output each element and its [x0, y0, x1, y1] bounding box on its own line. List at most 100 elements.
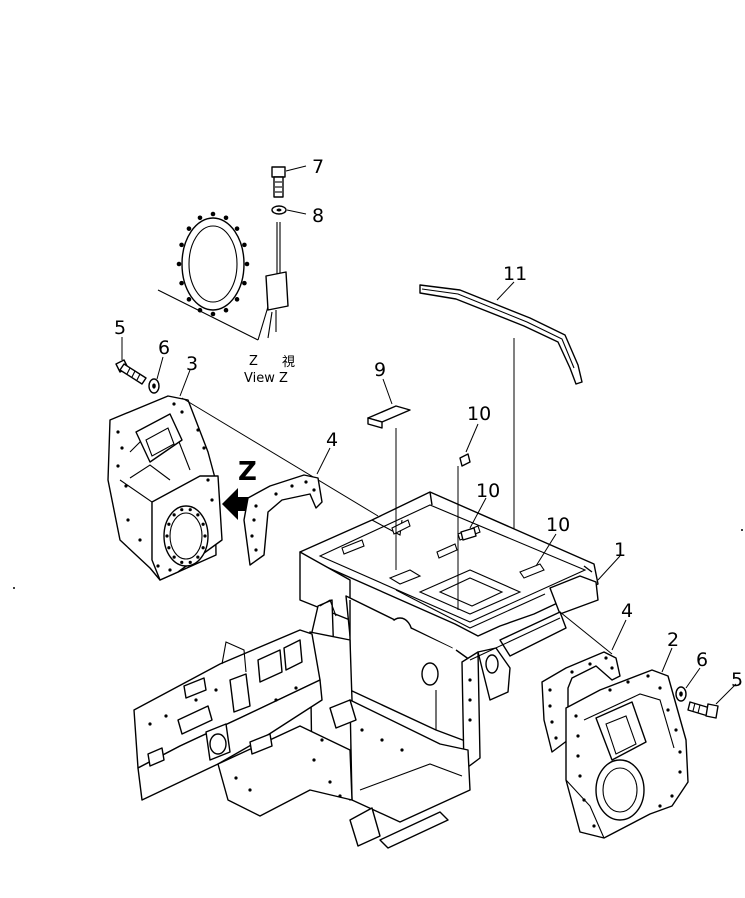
bolt-hole — [148, 722, 152, 726]
bolt-hole — [196, 513, 200, 517]
callout-9: 9 — [374, 359, 386, 381]
callout-6-left: 6 — [158, 337, 170, 359]
bolt-hole — [196, 428, 200, 432]
bolt-hole — [468, 718, 472, 722]
bolt-hole — [626, 680, 630, 684]
bolt-hole — [179, 280, 184, 286]
bolt-hole — [468, 698, 472, 702]
speck — [13, 587, 15, 589]
bolt-hole — [670, 794, 674, 798]
bolt-hole — [610, 666, 614, 670]
bolt-hole — [666, 708, 670, 712]
main-frame-1: 1 — [133, 491, 626, 849]
rod-11: 11 — [419, 263, 583, 530]
bolt-hole — [210, 498, 214, 502]
callout-10-b: 10 — [476, 480, 500, 502]
bolt-hole — [242, 242, 247, 248]
callout-4-left: 4 — [326, 429, 338, 451]
bolt-hole — [120, 446, 124, 450]
view-z-detail: 7 8 Z 視 View Z — [157, 156, 324, 386]
bolt-hole — [234, 297, 240, 302]
view-label-glyph: 視 — [282, 355, 295, 370]
bolt-hole — [188, 508, 192, 512]
bolt-hole — [176, 261, 182, 267]
bolt-hole — [548, 704, 552, 708]
washer-8 — [271, 205, 287, 215]
bolt-hole — [248, 788, 252, 792]
bolt-hole — [646, 674, 650, 678]
callout-8: 8 — [312, 205, 324, 227]
callout-10-c: 10 — [546, 514, 570, 536]
bolt-hole — [223, 215, 229, 221]
washer-6-left: 6 — [148, 337, 170, 394]
bolt-hole — [244, 261, 250, 267]
bolt-hole — [658, 804, 662, 808]
bolt-hole — [197, 215, 203, 221]
housing-2: 2 — [565, 629, 689, 839]
bolt-hole — [320, 738, 324, 742]
bolt-hole — [201, 546, 205, 550]
bolt-hole — [186, 297, 192, 302]
bolt-hole — [202, 446, 206, 450]
washer-6-right: 6 — [675, 649, 708, 702]
bolt-hole — [206, 478, 210, 482]
bolt-hole — [604, 656, 608, 660]
bolt-hole — [592, 824, 596, 828]
housing-3: 3 — [107, 353, 379, 581]
bolt-hole — [124, 484, 128, 488]
bolt-hole — [658, 686, 662, 690]
view-label-letter: Z — [249, 354, 258, 369]
bolt-hole — [116, 430, 120, 434]
bolt-7 — [271, 166, 286, 198]
bolt-hole — [574, 714, 578, 718]
bolt-hole — [165, 534, 169, 538]
callout-3: 3 — [186, 353, 198, 375]
speck — [741, 529, 743, 531]
view-z-arrow: Z — [222, 457, 257, 520]
bolt-hole — [164, 714, 168, 718]
bolt-hole — [550, 720, 554, 724]
pad-10-b: 10 — [460, 480, 500, 541]
bolt-hole — [186, 226, 192, 231]
callout-5-left: 5 — [114, 317, 126, 339]
bolt-hole — [588, 662, 592, 666]
bolt-hole — [274, 492, 278, 496]
callout-5-right: 5 — [731, 669, 743, 691]
callout-2: 2 — [667, 629, 679, 651]
bolt-hole — [570, 670, 574, 674]
bolt-hole — [180, 410, 184, 414]
bolt-hole — [380, 738, 384, 742]
bolt-hole — [252, 518, 256, 522]
bolt-hole — [312, 488, 316, 492]
bolt-hole — [194, 698, 198, 702]
pad-9: 9 — [367, 359, 411, 570]
bolt-hole — [126, 518, 130, 522]
bolt-5-right: 5 — [687, 669, 743, 719]
callout-4-right: 4 — [621, 600, 633, 622]
bolt-hole — [214, 688, 218, 692]
bolt-hole — [210, 311, 216, 317]
bolt-hole — [180, 560, 184, 564]
bolt-hole — [242, 280, 247, 286]
callout-1: 1 — [614, 539, 626, 561]
bolt-hole — [608, 688, 612, 692]
bolt-hole — [172, 513, 176, 517]
plate-4-left: 4 — [243, 429, 338, 566]
bolt-hole — [312, 758, 316, 762]
bolt-hole — [180, 508, 184, 512]
bolt-hole — [168, 568, 172, 572]
bolt-hole — [274, 698, 278, 702]
bolt-hole — [582, 798, 586, 802]
bolt-hole — [554, 736, 558, 740]
pad-10-a: 10 — [457, 403, 491, 610]
bolt-hole — [250, 534, 254, 538]
bolt-hole — [156, 564, 160, 568]
arrow-letter-z: Z — [238, 457, 257, 487]
bolt-hole — [172, 555, 176, 559]
callout-11: 11 — [503, 263, 527, 285]
bolt-hole — [360, 728, 364, 732]
bolt-hole — [400, 748, 404, 752]
bolt-hole — [223, 307, 229, 313]
bolt-hole — [678, 750, 682, 754]
callout-10-a: 10 — [467, 403, 491, 425]
